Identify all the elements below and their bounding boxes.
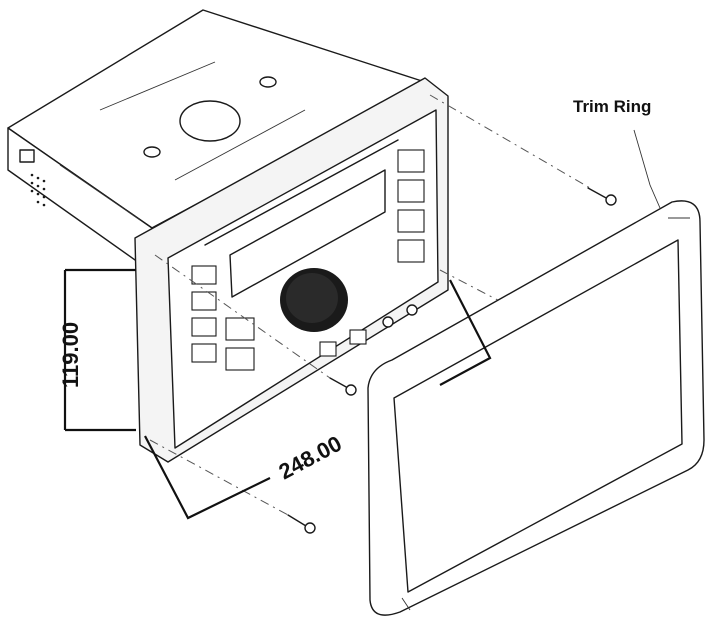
width-dimension-label: 248.00 (275, 431, 346, 485)
input-jack (382, 316, 394, 328)
screw (329, 377, 357, 396)
trim-ring-label: Trim Ring (573, 97, 651, 116)
preset-buttons (191, 149, 425, 371)
screw (287, 514, 316, 534)
height-dimension (63, 268, 136, 432)
input-jack (406, 304, 418, 316)
radio-faceplate (134, 77, 449, 463)
volume-knob (280, 268, 348, 332)
height-dimension-label: 119.00 (58, 322, 83, 388)
trim-ring-leader (633, 129, 661, 209)
display-window (229, 169, 386, 298)
width-dimension (144, 279, 492, 520)
trim-ring (367, 200, 705, 616)
vent-grille (30, 173, 46, 207)
screw (587, 187, 617, 206)
cd-slot (204, 139, 399, 246)
chassis-hole (179, 100, 241, 142)
